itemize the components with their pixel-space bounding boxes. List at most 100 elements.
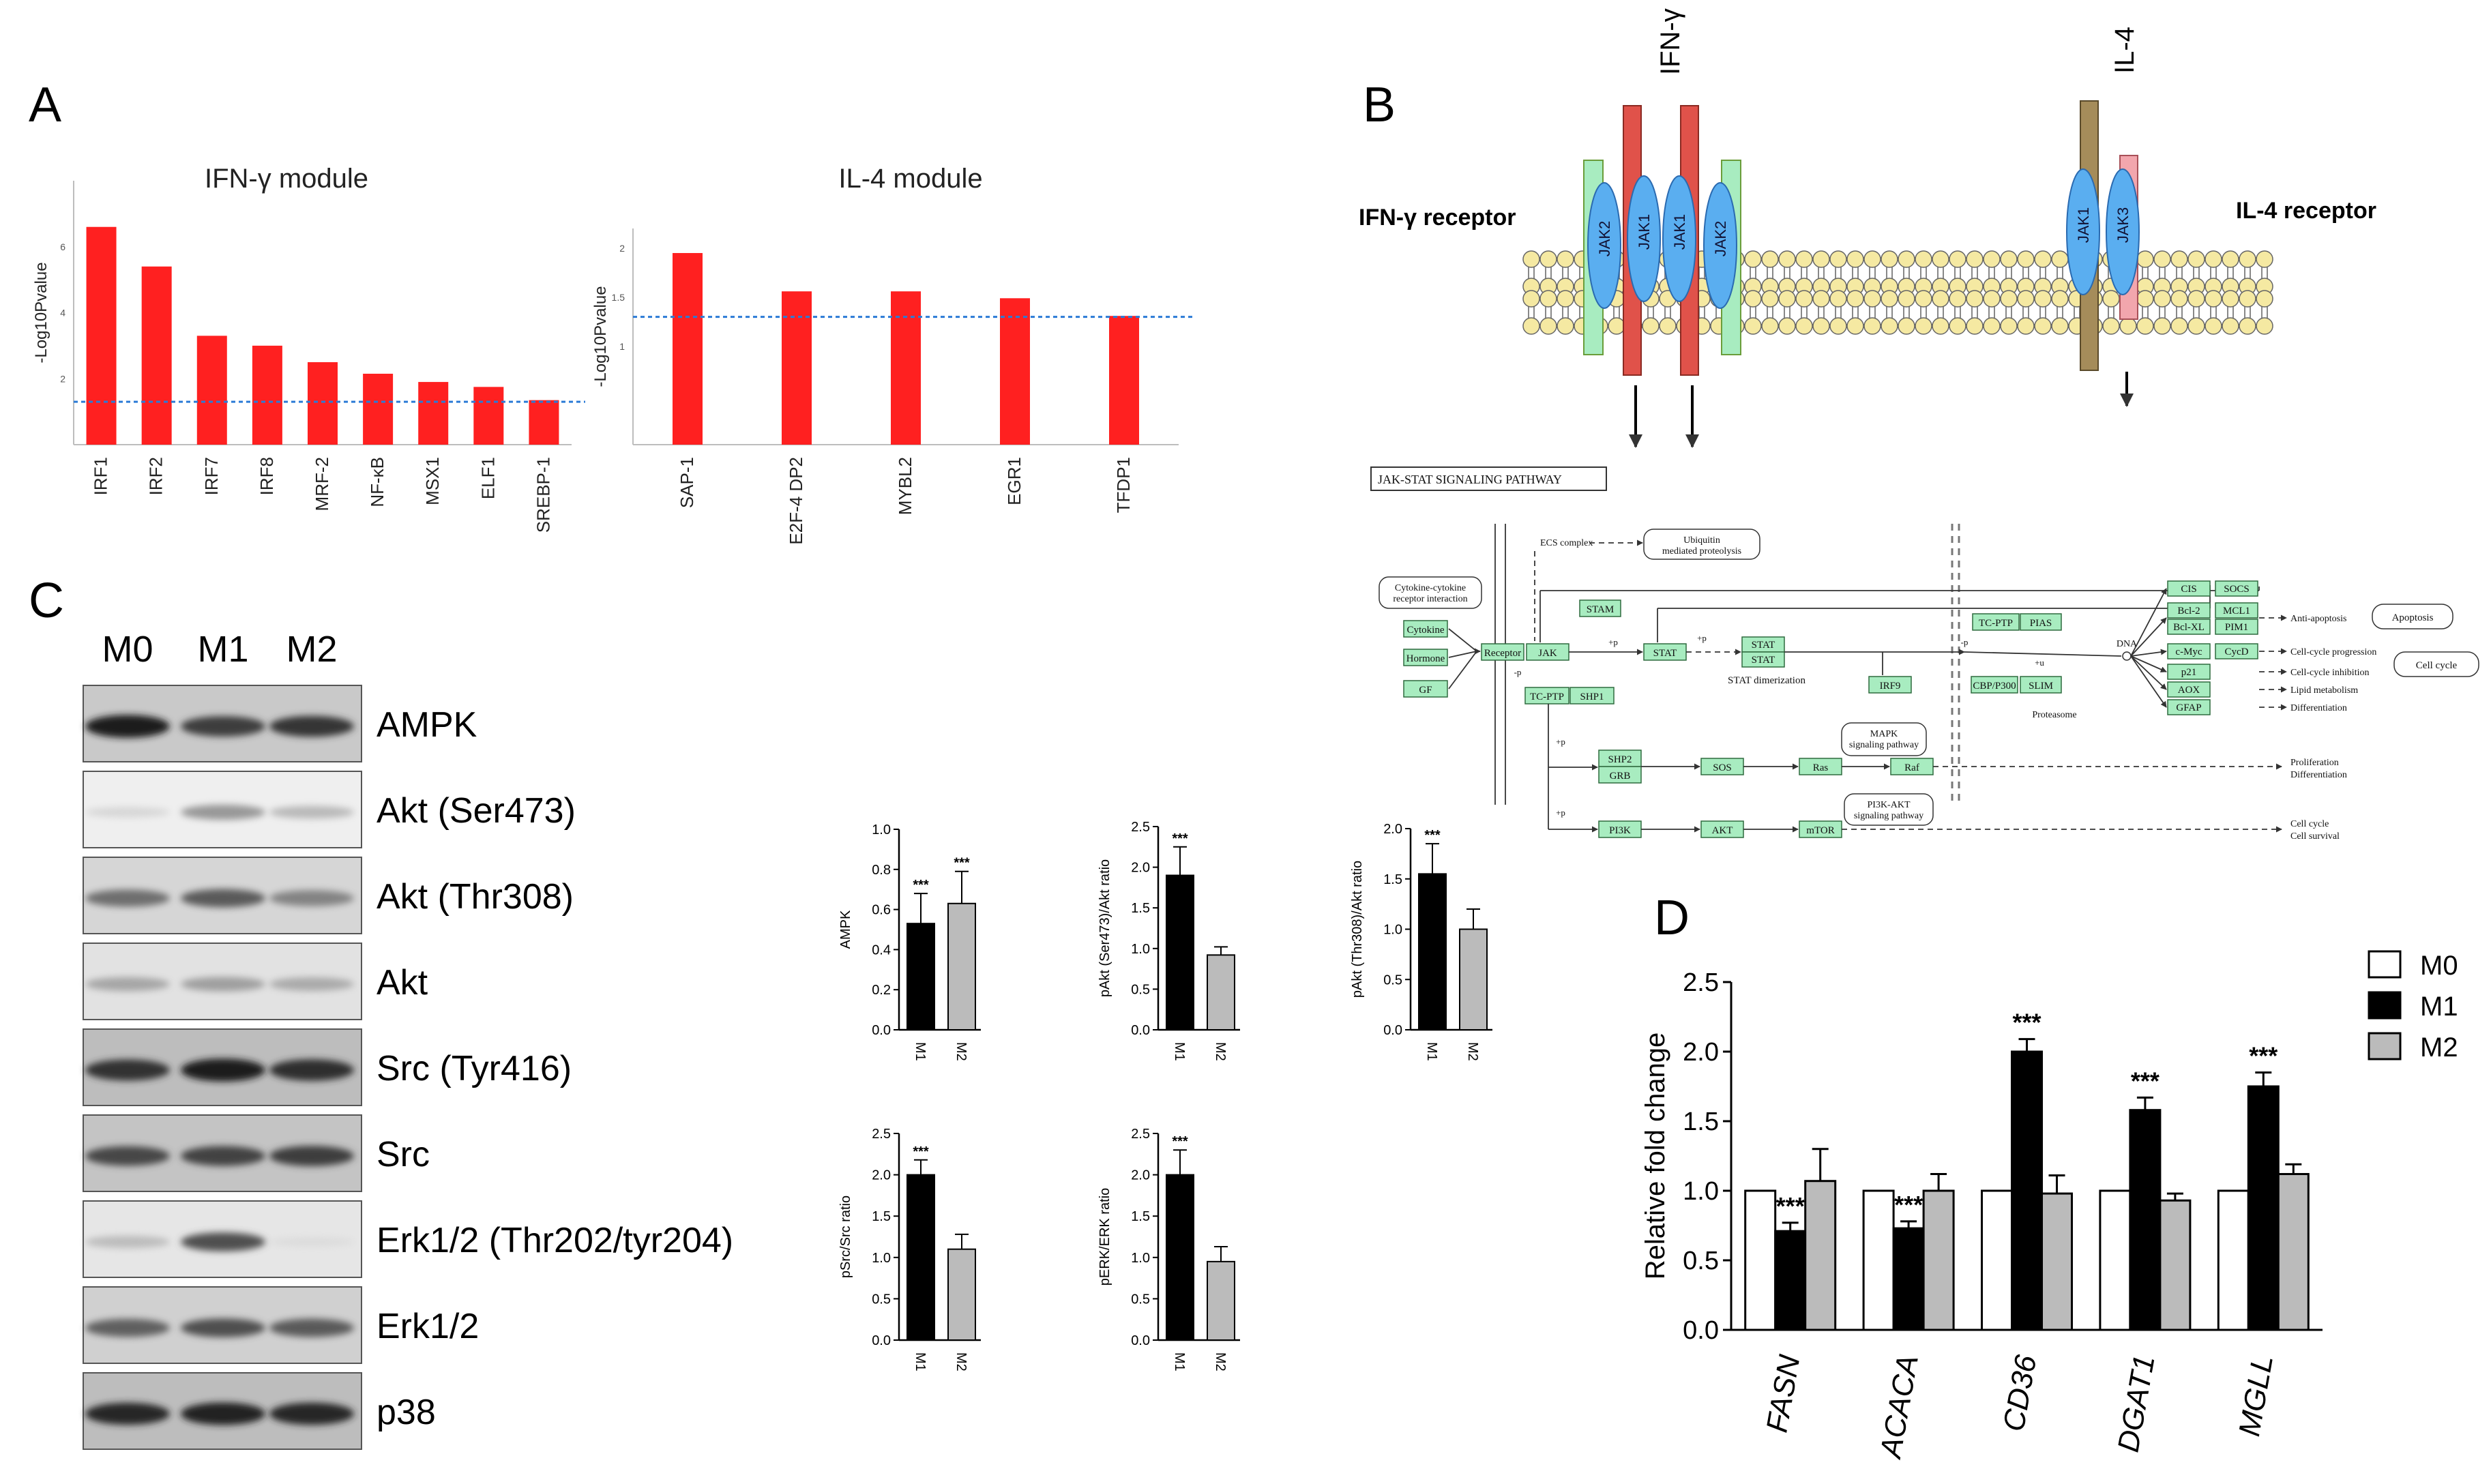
- x-tick-label: SREBP-1: [533, 457, 553, 533]
- blot-band: [269, 890, 354, 906]
- lipid-head: [1778, 317, 1796, 335]
- bar-irf8: [252, 345, 282, 445]
- node-tc-ptp-2-label: TC-PTP: [1979, 618, 2013, 629]
- lipid-head: [1898, 250, 1915, 268]
- node-pias: [2020, 613, 2062, 631]
- significance-marker: ***: [913, 1144, 929, 1159]
- y-tick-label: 0.0: [872, 1333, 891, 1348]
- lipid-head: [1898, 317, 1915, 335]
- y-tick-label: 2.0: [1131, 1168, 1150, 1183]
- lipid-head: [2256, 290, 2273, 308]
- bar-m1: [1418, 873, 1447, 1030]
- lipid-head: [2205, 250, 2222, 268]
- node-mcl1: [2215, 602, 2258, 619]
- outcome-label: Cell-cycle progression: [2290, 647, 2376, 657]
- lipid-head: [1846, 317, 1864, 335]
- bar-m0-fasn: [1744, 1189, 1777, 1331]
- y-tick-label: 2.5: [1131, 1127, 1150, 1142]
- blot-band: [85, 1146, 170, 1166]
- lipid-head: [1983, 290, 2001, 308]
- legend-swatch-m2: [2368, 1032, 2402, 1060]
- ubiquitin-box-label: Ubiquitin: [1683, 535, 1720, 546]
- bar-m0-mgll: [2217, 1189, 2250, 1331]
- node-jak: [1526, 643, 1569, 661]
- y-tick-label: 0.6: [872, 903, 891, 918]
- y-tick-label: 2: [60, 373, 65, 384]
- y-axis-label: pAkt (Ser473)/Akt ratio: [1097, 859, 1112, 997]
- lipid-head: [2017, 250, 2035, 268]
- lipid-head: [2256, 250, 2273, 268]
- label-differentiation: Differentiation: [2290, 770, 2347, 780]
- y-tick-label: 1.0: [1383, 923, 1402, 938]
- lipid-head: [1812, 317, 1830, 335]
- y-tick-label: 0.0: [1383, 1023, 1402, 1038]
- blot-row-label: AMPK: [377, 705, 477, 745]
- node-pi3k: [1598, 820, 1642, 838]
- cytokine-interaction-box-label: Cytokine-cytokine: [1395, 583, 1466, 593]
- lipid-head: [1642, 317, 1660, 335]
- bar-mrf-2: [308, 362, 338, 445]
- x-tick-label: TFDP1: [1113, 457, 1134, 513]
- kegg-edge: [1448, 651, 1477, 658]
- node-pias-label: PIAS: [2030, 618, 2052, 629]
- lipid-head: [1863, 250, 1881, 268]
- node-shp2: [1598, 750, 1642, 767]
- lipid-head: [1863, 317, 1881, 335]
- significance-marker: ***: [954, 856, 970, 871]
- bar-msx1: [418, 382, 449, 445]
- blot-band: [181, 716, 265, 737]
- node-cis-label: CIS: [2181, 584, 2196, 595]
- blot-band: [269, 805, 354, 819]
- bar-srebp-1: [529, 400, 559, 445]
- x-tick-label: IRF1: [91, 457, 111, 495]
- y-tick-label: 1.0: [1131, 1251, 1150, 1266]
- kegg-edge: [1448, 628, 1477, 652]
- node-stam-label: STAM: [1587, 604, 1614, 615]
- jak-0: [1587, 182, 1621, 309]
- legend-label: M1: [2420, 992, 2458, 1022]
- blot-band: [85, 807, 170, 818]
- lipid-head: [2256, 317, 2273, 335]
- lipid-head: [1557, 317, 1574, 335]
- lipid-head: [2222, 250, 2239, 268]
- lipid-head: [1846, 250, 1864, 268]
- x-tick-label: M2: [1465, 1042, 1480, 1061]
- bar-m2-fasn: [1804, 1180, 1837, 1331]
- y-tick-label: 2.0: [1131, 861, 1150, 876]
- cytokine-interaction-box-label: receptor interaction: [1393, 594, 1467, 604]
- lipid-head: [2017, 290, 2035, 308]
- x-tick-label: M2: [954, 1352, 969, 1371]
- node-tc-ptp-label: TC-PTP: [1530, 692, 1564, 702]
- legend-swatch-m0: [2368, 950, 2402, 979]
- lipid-head: [2170, 317, 2188, 335]
- y-tick-label: 2.5: [872, 1127, 891, 1142]
- bar-m1: [907, 923, 935, 1031]
- label-proteasome: Proteasome: [2032, 710, 2076, 720]
- bar-m1: [1166, 874, 1194, 1031]
- lipid-head: [1932, 250, 1949, 268]
- bar-m0-cd36: [1981, 1189, 2013, 1331]
- blot-column-m0: M0: [102, 629, 153, 670]
- node-socs-label: SOCS: [2224, 584, 2250, 595]
- lipid-head: [2239, 317, 2256, 335]
- node-bcl2: [2167, 602, 2211, 619]
- lipid-head: [1778, 290, 1796, 308]
- significance-marker: ***: [913, 878, 929, 893]
- panel-label-a: A: [29, 78, 61, 132]
- blot-row-label: Akt (Ser473): [377, 791, 576, 831]
- y-tick-label: 2.0: [1383, 822, 1402, 837]
- lipid-head: [2000, 250, 2018, 268]
- y-axis-label: -Log10Pvalue: [591, 286, 610, 387]
- node-raf-label: Raf: [1904, 762, 1919, 773]
- y-tick-label: 0.0: [1131, 1333, 1150, 1348]
- lipid-head: [1881, 290, 1898, 308]
- x-tick-label: MRF-2: [312, 457, 332, 511]
- lipid-head: [2102, 317, 2120, 335]
- bar-m2-cd36: [2041, 1192, 2073, 1331]
- label-apoptosis: Apoptosis: [2392, 612, 2434, 623]
- ifn-receptor-label: IFN-γ receptor: [1359, 205, 1516, 231]
- lipid-head: [2000, 290, 2018, 308]
